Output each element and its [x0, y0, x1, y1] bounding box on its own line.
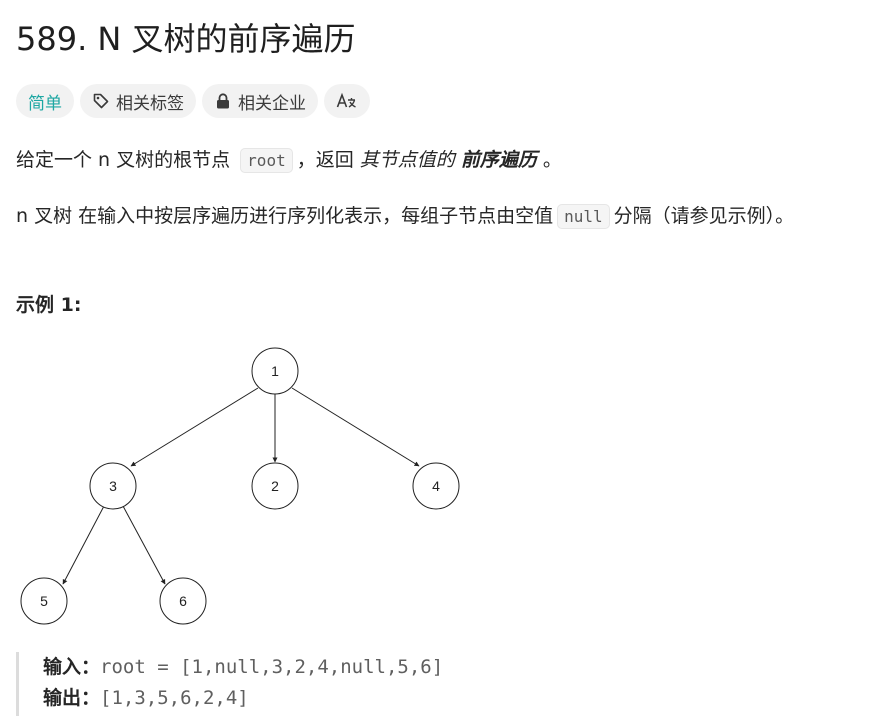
node-label: 1 — [271, 363, 279, 379]
related-companies-button[interactable]: 相关企业 — [202, 84, 318, 118]
tree-node: 4 — [412, 462, 460, 510]
related-tags-label: 相关标签 — [116, 93, 184, 114]
problem-title: 589. N 叉树的前序遍历 — [16, 16, 356, 62]
input-label: 输入： — [43, 656, 101, 678]
tree-edge — [62, 505, 105, 585]
tag-bar: 简单 相关标签 相关企业 — [16, 84, 370, 118]
example-input-line: 输入：root = [1,null,3,2,4,null,5,6] — [43, 652, 443, 683]
input-value: root = [1,null,3,2,4,null,5,6] — [100, 656, 444, 678]
tree-edge — [291, 387, 420, 467]
output-label: 输出： — [43, 687, 101, 709]
text-segment: 给定一个 n 叉树的根节点 — [16, 149, 231, 171]
problem-number: 589. — [16, 20, 88, 58]
difficulty-badge[interactable]: 简单 — [16, 84, 74, 118]
tree-edge — [122, 505, 166, 585]
tree-node: 2 — [251, 462, 299, 510]
difficulty-label: 简单 — [28, 93, 62, 114]
text-segment: ，返回 — [296, 149, 354, 171]
node-label: 2 — [271, 478, 279, 494]
problem-name: N 叉树的前序遍历 — [97, 20, 356, 58]
inline-code-root: root — [240, 148, 293, 173]
node-label: 4 — [432, 478, 440, 494]
node-label: 5 — [40, 593, 48, 609]
italic-text: 其节点值的 — [359, 149, 455, 171]
text-segment: n 叉树 在输入中按层序遍历进行序列化表示，每组子节点由空值 — [16, 205, 554, 227]
example-output-line: 输出：[1,3,5,6,2,4] — [43, 683, 443, 714]
tree-diagram: 1 3 2 4 5 6 — [20, 347, 460, 625]
node-label: 6 — [179, 593, 187, 609]
inline-code-null: null — [557, 204, 610, 229]
bold-italic-text: 前序遍历 — [460, 149, 537, 171]
related-tags-button[interactable]: 相关标签 — [80, 84, 196, 118]
text-segment: 。 — [542, 149, 562, 171]
related-companies-label: 相关企业 — [238, 93, 306, 114]
example-title: 示例 1: — [16, 294, 82, 316]
tree-node: 1 — [251, 347, 299, 395]
output-value: [1,3,5,6,2,4] — [100, 687, 249, 709]
node-label: 3 — [109, 478, 117, 494]
tag-icon — [92, 92, 110, 110]
translate-button[interactable] — [324, 84, 370, 118]
tree-node: 3 — [89, 462, 137, 510]
tree-node: 6 — [159, 577, 207, 625]
translate-icon — [336, 92, 358, 110]
text-segment: 分隔（请参见示例）。 — [613, 205, 795, 227]
example-io-block: 输入：root = [1,null,3,2,4,null,5,6] 输出：[1,… — [16, 652, 443, 716]
tree-node: 5 — [20, 577, 68, 625]
tree-edge — [130, 387, 259, 467]
description-paragraph-1: 给定一个 n 叉树的根节点 root，返回 其节点值的 前序遍历 。 — [16, 145, 562, 176]
lock-icon — [214, 92, 232, 110]
